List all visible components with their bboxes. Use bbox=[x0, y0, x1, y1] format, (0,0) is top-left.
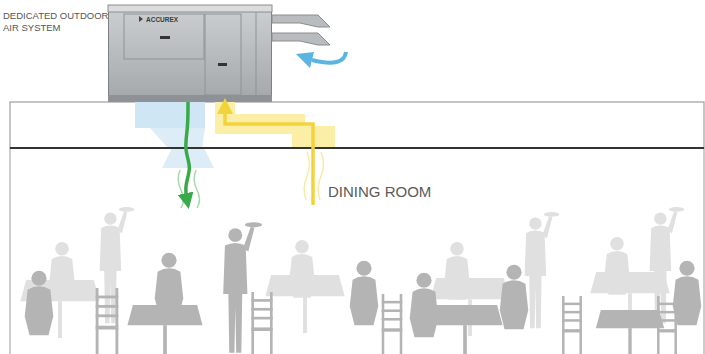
air-handling-unit: DEDICATED OUTDOOR AIR SYSTEMACCUREX bbox=[108, 5, 272, 102]
seated-person bbox=[350, 261, 379, 326]
dining-table bbox=[265, 275, 344, 333]
dining-table bbox=[430, 278, 509, 336]
seated-person bbox=[289, 240, 315, 298]
outdoor-air-arrow bbox=[312, 52, 346, 63]
outdoor-air-arrowhead bbox=[296, 52, 314, 68]
airflow-wave bbox=[304, 152, 309, 200]
return-duct bbox=[215, 100, 335, 148]
chair bbox=[96, 288, 119, 354]
chair bbox=[382, 294, 403, 354]
airflow-wave bbox=[318, 152, 323, 200]
dining-table bbox=[590, 272, 669, 330]
unit-heading: DEDICATED OUTDOOR AIR SYSTEM bbox=[3, 10, 111, 34]
dining-table bbox=[427, 305, 502, 354]
airflow-wave bbox=[194, 170, 199, 208]
supply-duct bbox=[135, 100, 205, 128]
diffuser bbox=[162, 148, 214, 168]
return-air-connector bbox=[225, 102, 313, 205]
seated-person bbox=[25, 271, 54, 336]
seated-person bbox=[444, 242, 470, 300]
airflow-wave bbox=[178, 170, 183, 208]
standing-waiter bbox=[223, 222, 262, 353]
seated-person bbox=[500, 265, 529, 330]
seated-person bbox=[604, 237, 630, 295]
chair bbox=[562, 296, 582, 354]
seated-person bbox=[410, 273, 439, 338]
ceiling-line bbox=[10, 147, 704, 149]
foreground-diners bbox=[25, 222, 702, 354]
standing-person bbox=[650, 207, 685, 323]
dining-room-space: DINING ROOM bbox=[10, 205, 704, 354]
seated-person bbox=[49, 242, 75, 300]
chair bbox=[251, 292, 272, 354]
ceiling-plenum bbox=[10, 102, 704, 148]
supply-air-connector bbox=[186, 102, 190, 205]
dining-table bbox=[20, 280, 99, 338]
dining-table bbox=[127, 305, 202, 354]
background-diners bbox=[20, 207, 684, 338]
standing-person bbox=[100, 207, 135, 323]
supply-duct bbox=[150, 128, 205, 148]
brand-name: ACCUREX bbox=[146, 16, 206, 24]
dining-table bbox=[596, 310, 664, 354]
wall-line bbox=[10, 148, 11, 354]
chair bbox=[657, 296, 677, 354]
seated-person bbox=[673, 261, 702, 326]
seated-person bbox=[155, 253, 184, 318]
room-label: DINING ROOM bbox=[328, 183, 528, 201]
intake-hood bbox=[272, 33, 330, 45]
wall-line bbox=[704, 148, 705, 354]
intake-hood bbox=[272, 15, 330, 27]
standing-person bbox=[525, 212, 560, 328]
